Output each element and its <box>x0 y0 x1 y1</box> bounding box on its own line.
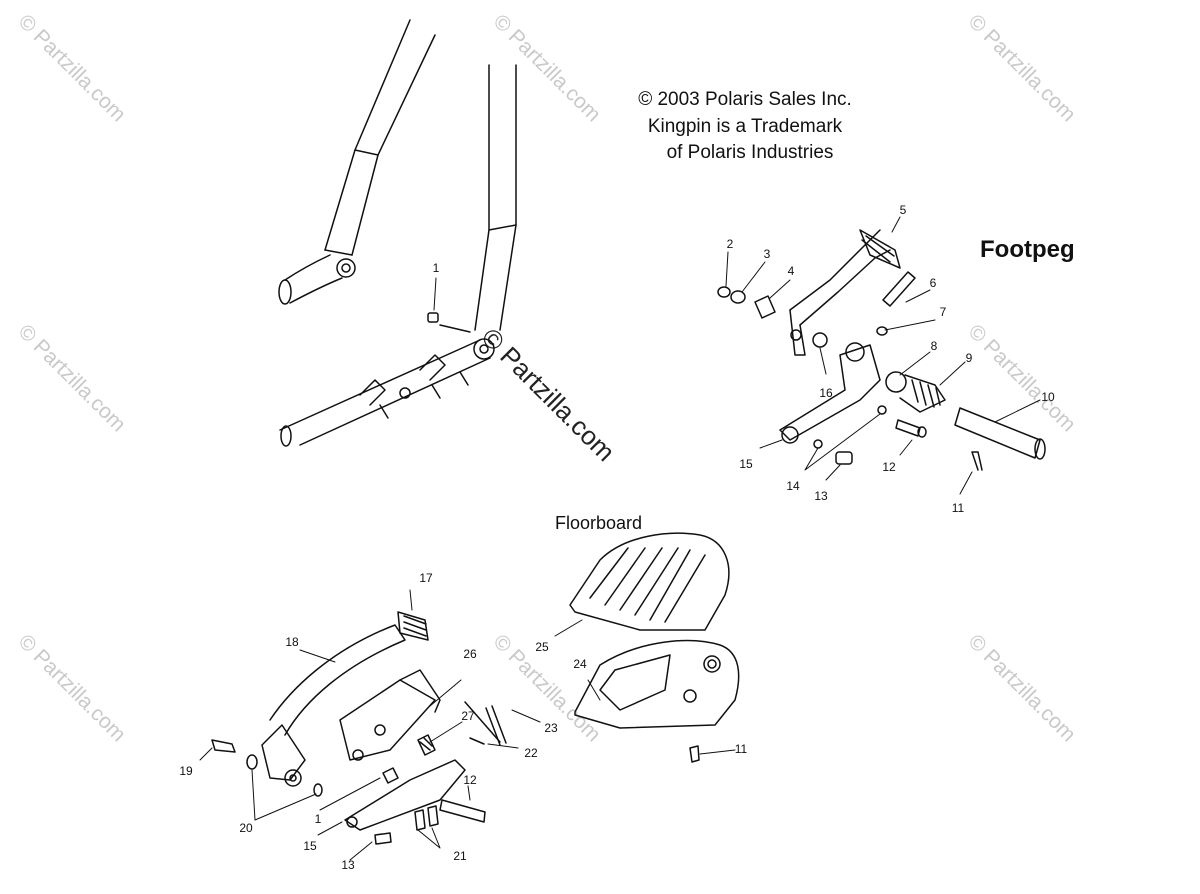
callout-21: 21 <box>453 849 467 863</box>
callout-16: 16 <box>819 386 833 400</box>
callout-10: 10 <box>1041 390 1055 404</box>
floorboard-title: Floorboard <box>555 513 643 533</box>
callout-17: 17 <box>419 571 433 585</box>
callout-19: 19 <box>179 764 193 778</box>
callout-1: 1 <box>432 261 440 275</box>
callout-8: 8 <box>930 339 938 353</box>
copyright-line-3: of Polaris Industries <box>666 142 834 163</box>
callout-13: 13 <box>341 858 355 872</box>
callout-14: 14 <box>786 479 800 493</box>
callout-22: 22 <box>524 746 538 760</box>
callout-2: 2 <box>726 237 734 251</box>
footpeg-assembly <box>717 229 1046 471</box>
callout-15: 15 <box>303 839 317 853</box>
callout-23: 23 <box>544 721 558 735</box>
copyright-line-2: Kingpin is a Trademark <box>647 116 843 137</box>
callout-26: 26 <box>463 647 477 661</box>
leader-lines <box>199 216 1041 861</box>
footpeg-title: Footpeg <box>980 236 1075 263</box>
callout-6: 6 <box>929 276 937 290</box>
callout-15: 15 <box>739 457 753 471</box>
callout-5: 5 <box>899 203 907 217</box>
floorboard-assembly <box>569 532 740 763</box>
callout-20: 20 <box>239 821 253 835</box>
frame-tubes <box>278 19 517 447</box>
callout-12: 12 <box>463 773 477 787</box>
callout-18: 18 <box>285 635 299 649</box>
callout-27: 27 <box>461 709 475 723</box>
callout-25: 25 <box>535 640 549 654</box>
callout-3: 3 <box>763 247 771 261</box>
callout-11: 11 <box>951 501 965 515</box>
callout-13: 13 <box>814 489 828 503</box>
callout-11: 11 <box>734 742 748 756</box>
callout-9: 9 <box>965 351 973 365</box>
callout-12: 12 <box>882 460 896 474</box>
callout-4: 4 <box>787 264 795 278</box>
brake-pedal-assembly <box>211 611 507 845</box>
copyright-line-1: © 2003 Polaris Sales Inc. <box>638 89 852 110</box>
callout-1: 1 <box>314 812 322 826</box>
callout-24: 24 <box>573 657 587 671</box>
callout-7: 7 <box>939 305 947 319</box>
